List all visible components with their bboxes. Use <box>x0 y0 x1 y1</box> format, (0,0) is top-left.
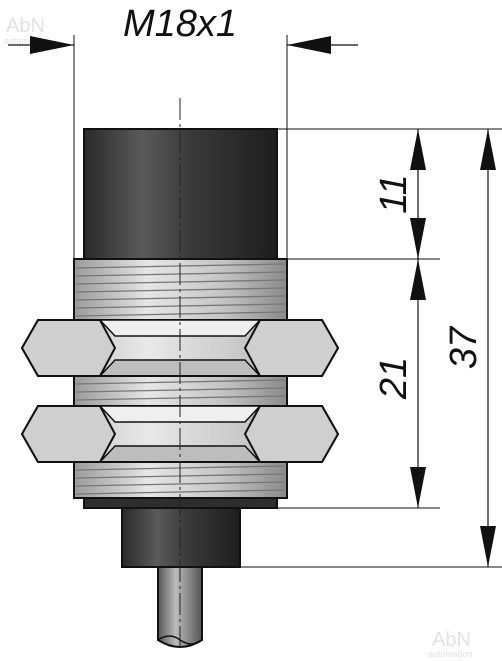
thread-dimension: M18x1 <box>8 3 358 54</box>
cable-gland <box>121 507 241 568</box>
lock-nut-upper <box>20 319 340 377</box>
arrow-right-icon <box>287 36 331 54</box>
watermark-tagline-bottom: automation <box>428 649 473 659</box>
watermark-top-left: AbN automation <box>4 15 49 46</box>
dimension-sensing-face: 11 <box>373 129 426 259</box>
arrow-up-icon <box>480 129 496 170</box>
arrow-up-icon <box>410 129 426 170</box>
watermark-tagline-top: automation <box>4 36 49 46</box>
arrow-left-icon <box>30 36 74 54</box>
watermark-brand-top: AbN <box>6 15 45 37</box>
thread-length-label: 21 <box>373 357 415 400</box>
thread-extension-lines <box>73 35 288 262</box>
dimension-total-length: 37 <box>443 129 496 567</box>
total-length-label: 37 <box>443 325 485 369</box>
watermark-brand-bottom: AbN <box>432 629 471 651</box>
sensing-face-length-label: 11 <box>373 174 415 213</box>
arrow-down-icon <box>410 467 426 508</box>
watermark-bottom-right: AbN automation <box>428 629 473 659</box>
arrow-down-icon <box>410 218 426 259</box>
height-extension-lines <box>240 128 502 568</box>
thread-label: M18x1 <box>123 3 237 45</box>
arrow-down-icon <box>480 526 496 567</box>
dimension-thread-length: 21 <box>373 259 426 508</box>
arrow-up-icon <box>410 259 426 300</box>
